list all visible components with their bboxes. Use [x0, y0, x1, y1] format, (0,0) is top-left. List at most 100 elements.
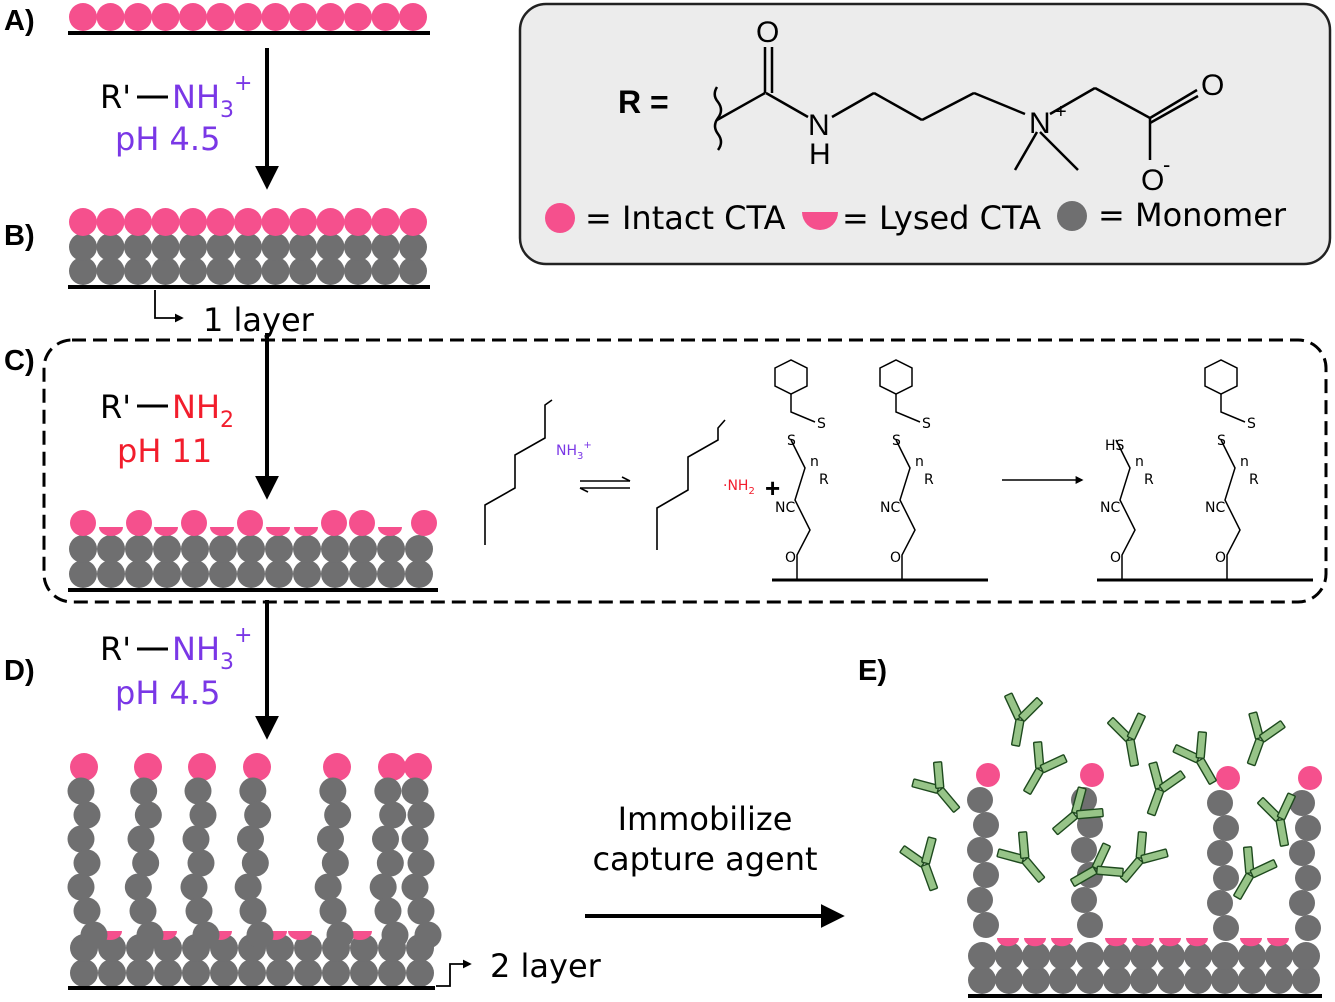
atom-label: S	[892, 433, 901, 449]
monomer	[182, 959, 210, 987]
monomer	[1265, 942, 1293, 970]
monomer	[973, 862, 999, 888]
monomer	[973, 912, 999, 938]
cta-lysed	[1105, 938, 1127, 947]
monomer	[314, 873, 342, 901]
monomer	[1103, 966, 1131, 994]
monomer	[1157, 966, 1185, 994]
cta-intact	[323, 753, 351, 781]
plus-sign: +	[765, 473, 780, 503]
monomer	[1213, 815, 1239, 841]
monomer	[153, 535, 181, 563]
svg-text:pH 4.5: pH 4.5	[115, 674, 220, 712]
monomer	[371, 233, 400, 261]
monomer	[1289, 840, 1315, 866]
monomer	[1071, 887, 1097, 913]
monomer	[153, 560, 181, 588]
monomer	[1295, 915, 1321, 941]
monomer	[967, 787, 993, 813]
monomer	[294, 934, 322, 962]
monomer	[67, 873, 95, 901]
atom-label: R	[819, 472, 829, 488]
monomer	[399, 257, 427, 285]
panel-c-box	[42, 338, 1328, 604]
cta-intact	[206, 208, 235, 236]
monomer	[151, 233, 180, 261]
step3-reagent: R' NH3+ pH 4.5	[100, 623, 252, 712]
legend-monomer-label: = Monomer	[1098, 196, 1287, 234]
cta-intact	[124, 3, 152, 31]
monomer	[1022, 942, 1050, 970]
monomer	[132, 849, 160, 877]
monomer	[129, 897, 157, 925]
monomer	[1077, 912, 1103, 938]
atom-label: NC	[775, 500, 795, 516]
monomer	[401, 873, 429, 901]
monomer	[265, 560, 293, 588]
atom-label: S	[1247, 416, 1256, 432]
r-group-structure	[713, 47, 1199, 171]
cta-intact	[188, 753, 216, 781]
atom-label: R	[1249, 472, 1259, 488]
atom-label: O	[785, 550, 796, 566]
cta-intact	[126, 510, 152, 536]
cta-lysed	[266, 527, 290, 536]
monomer	[206, 233, 235, 261]
monomer	[238, 959, 266, 987]
monomer	[73, 801, 101, 829]
monomer	[319, 777, 347, 805]
monomer	[1295, 865, 1321, 891]
svg-text:N: N	[808, 109, 830, 142]
cta-intact	[151, 3, 180, 31]
monomer	[246, 921, 274, 949]
monomer	[1022, 966, 1050, 994]
atom-label: S	[1217, 433, 1226, 449]
monomer	[134, 801, 162, 829]
panel-a-surface	[69, 3, 427, 31]
monomer	[210, 959, 238, 987]
monomer	[1157, 942, 1185, 970]
monomer	[289, 233, 317, 261]
cta-lysed	[1240, 938, 1262, 947]
polymer-chain	[774, 359, 816, 580]
monomer	[407, 849, 435, 877]
cta-intact	[371, 3, 400, 31]
svg-text:O: O	[1141, 164, 1164, 197]
monomer	[968, 966, 996, 994]
antibody	[911, 761, 961, 813]
cta-intact	[124, 208, 152, 236]
monomer	[70, 959, 98, 987]
svg-text:N: N	[1029, 107, 1051, 140]
cta-lysed	[1267, 938, 1289, 947]
cta-lysed	[348, 931, 372, 940]
monomer	[1238, 966, 1266, 994]
antibody	[899, 836, 939, 892]
monomer	[995, 966, 1023, 994]
monomer	[181, 535, 209, 563]
cta-lysed	[210, 527, 234, 536]
cta-intact	[344, 208, 372, 236]
svg-text:·NH2: ·NH2	[723, 478, 755, 497]
atom-label: O	[890, 550, 901, 566]
atom-label: NC	[880, 500, 900, 516]
cta-intact	[1298, 766, 1322, 790]
cta-intact	[371, 208, 400, 236]
svg-text:NH3+: NH3+	[172, 623, 252, 675]
monomer	[374, 777, 402, 805]
cta-lysed	[99, 527, 123, 536]
atom-label: NC	[1205, 500, 1225, 516]
cta-intact	[261, 3, 290, 31]
monomer	[127, 825, 155, 853]
monomer	[405, 560, 433, 588]
monomer	[377, 535, 405, 563]
atom-label: R	[924, 472, 934, 488]
cta-lysed	[1132, 938, 1154, 947]
atom-label: S	[817, 416, 826, 432]
cta-intact	[349, 510, 375, 536]
cta-intact	[316, 208, 345, 236]
cta-intact	[206, 3, 235, 31]
panel-c-surface	[69, 510, 437, 588]
monomer	[379, 801, 407, 829]
cta-intact	[316, 3, 345, 31]
monomer	[401, 777, 429, 805]
